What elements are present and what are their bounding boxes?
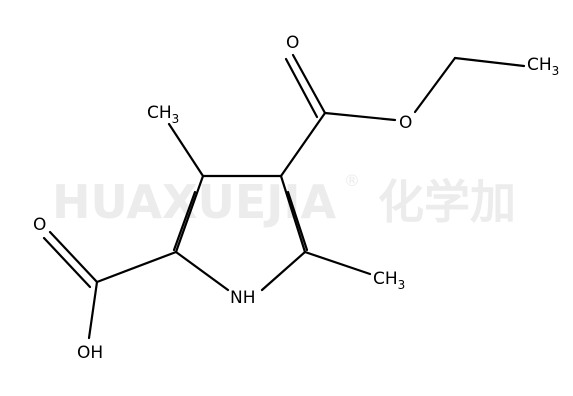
bond-acid-c-oh: [87, 280, 99, 340]
bond-c4-c5-inner: [286, 190, 309, 252]
methyl-top-main: CH: [147, 103, 172, 123]
bond-c3-c2: [174, 174, 205, 254]
bond-c3-c2-inner: [172, 190, 197, 252]
methyl-right-main: CH: [373, 269, 398, 289]
bond-ester-c-o: [323, 111, 397, 122]
bond-ester-co-b: [284, 57, 319, 119]
atom-oh: OH: [77, 343, 103, 363]
ethyl-ch3-sub: 3: [552, 64, 560, 78]
atom-methyl-right: CH3: [373, 269, 405, 292]
bond-c2-n: [174, 250, 230, 292]
atom-o-carbonyl-ester: O: [286, 33, 299, 53]
bond-ch2-ch3: [453, 56, 526, 68]
bond-ester-co-a: [291, 53, 327, 115]
bond-c2-acid-c: [95, 250, 178, 284]
atom-ethyl-ch3: CH3: [527, 55, 559, 78]
bond-c5-methyl: [303, 250, 372, 276]
methyl-right-sub: 3: [398, 278, 406, 292]
atom-methyl-top: CH3: [147, 103, 179, 126]
atom-o-acid-carbonyl: O: [33, 215, 46, 235]
watermark-registered: ®: [344, 171, 360, 190]
bond-c3-methyl: [167, 122, 205, 178]
bond-acid-co-a: [48, 230, 99, 284]
ethyl-ch3-main: CH: [527, 55, 552, 75]
bond-acid-co-b: [42, 236, 92, 289]
atom-o-ester: O: [399, 113, 412, 133]
bond-c5-n: [260, 250, 307, 292]
bond-o-ch2: [413, 56, 457, 114]
atom-nh: NH: [230, 288, 256, 308]
bond-c4-ester-c: [279, 111, 327, 178]
methyl-top-sub: 3: [172, 112, 180, 126]
bond-c4-c5: [279, 174, 307, 254]
watermark-cn: 化学加: [378, 175, 516, 229]
